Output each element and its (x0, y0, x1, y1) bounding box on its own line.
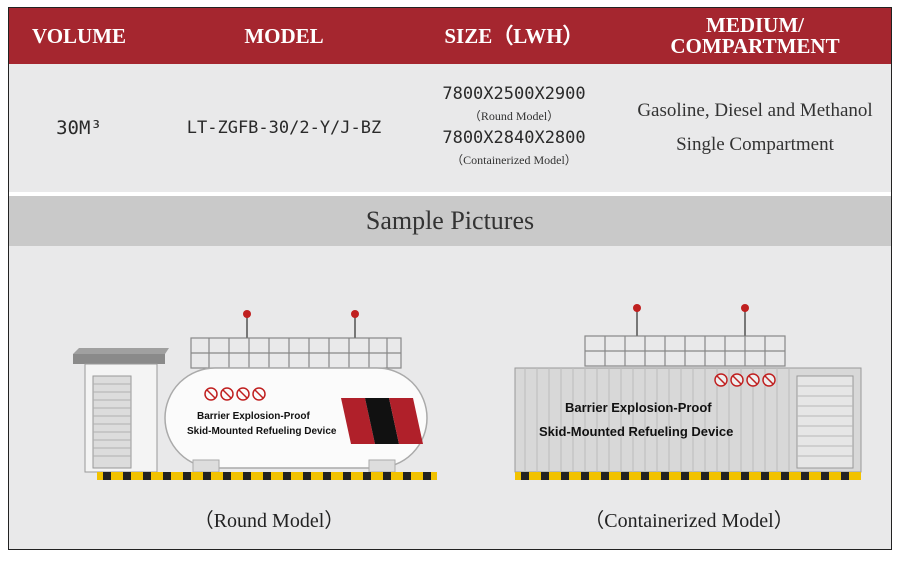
model-value: LT-ZGFB-30/2-Y/J-BZ (186, 118, 382, 138)
size-value: 7800X2500X2900 （Round Model） 7800X2840X2… (409, 64, 619, 192)
container-model-caption: （Containerized Model） (584, 510, 794, 532)
sample-pictures: Barrier Explosion-Proof Skid-Mounted Ref… (9, 246, 891, 549)
header-model: MODEL (244, 23, 324, 48)
medium-value: Gasoline, Diesel and Methanol Single Com… (619, 64, 891, 192)
round-label-line2: Skid-Mounted Refueling Device (187, 426, 337, 437)
round-model-image: Barrier Explosion-Proof Skid-Mounted Ref… (73, 310, 437, 480)
size-container: 7800X2840X2800 (442, 128, 586, 148)
spec-sheet: VOLUME MODEL SIZE（LWH） MEDIUM/ COMPARTME… (8, 7, 892, 550)
header-size: SIZE（LWH） (444, 23, 584, 48)
header-medium-line1: MEDIUM/ (706, 13, 804, 37)
header-medium-line2: COMPARTMENT (670, 34, 840, 58)
size-round-note: （Round Model） (468, 109, 560, 123)
round-model-caption: （Round Model） (193, 510, 345, 532)
sample-pictures-title: Sample Pictures (9, 196, 891, 246)
table-header: VOLUME MODEL SIZE（LWH） MEDIUM/ COMPARTME… (9, 8, 891, 64)
no-spark-icon (252, 387, 266, 401)
no-phone-icon (236, 387, 250, 401)
table-row: 30M³ LT-ZGFB-30/2-Y/J-BZ 7800X2500X2900 … (9, 64, 891, 192)
container-label-line1: Barrier Explosion-Proof (565, 400, 712, 415)
medium-line2: Single Compartment (676, 134, 834, 155)
no-smoking-icon (204, 387, 218, 401)
size-round: 7800X2500X2900 (442, 84, 586, 104)
size-container-note: （Containerized Model） (451, 153, 577, 167)
header-volume: VOLUME (31, 23, 127, 48)
round-label-line1: Barrier Explosion-Proof (197, 411, 310, 422)
container-model-image: Barrier Explosion-Proof Skid-Mounted Ref… (514, 304, 862, 480)
no-fire-icon (220, 387, 234, 401)
header-medium: MEDIUM/ COMPARTMENT (619, 8, 891, 64)
container-label-line2: Skid-Mounted Refueling Device (539, 424, 733, 439)
volume-value: 30M³ (56, 117, 102, 139)
warning-icons (204, 387, 266, 401)
medium-line1: Gasoline, Diesel and Methanol (637, 100, 873, 121)
container-warning-icons (714, 373, 776, 387)
